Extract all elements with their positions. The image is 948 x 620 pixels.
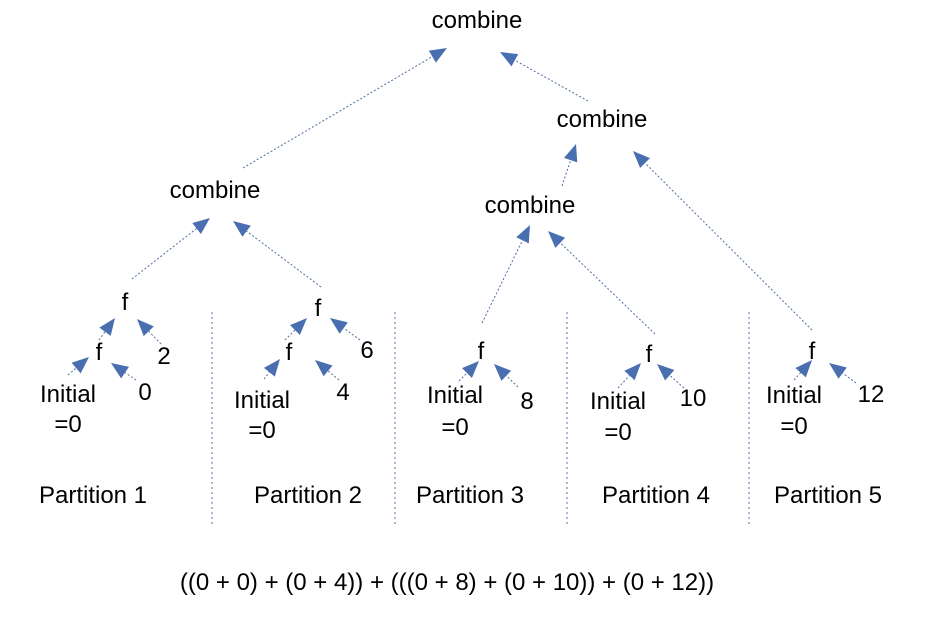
arrowhead-icon <box>428 48 447 63</box>
arrowhead-icon <box>263 359 280 377</box>
p2-inner-value: 4 <box>336 379 349 406</box>
p4-f: f <box>646 341 653 368</box>
p3-initial-line2: =0 <box>441 414 468 441</box>
arrowhead-icon <box>330 318 348 334</box>
edge-line <box>842 372 857 384</box>
edge-line <box>124 372 137 381</box>
arrowhead-icon <box>111 363 129 379</box>
arrowhead-icon <box>548 231 566 248</box>
partition-2-label: Partition 2 <box>254 482 362 509</box>
p2-outer-value: 6 <box>360 337 373 364</box>
combine-mid: combine <box>485 192 576 219</box>
p3-f: f <box>478 338 485 365</box>
arrowhead-icon <box>99 318 115 336</box>
edge-line <box>644 162 813 331</box>
edge-line <box>481 240 523 324</box>
p4-value: 10 <box>680 385 707 412</box>
arrowhead-icon <box>624 363 641 381</box>
p1-f-inner: f <box>96 339 103 366</box>
p3-value: 8 <box>520 388 533 415</box>
arrowhead-icon <box>315 360 333 377</box>
edge-line <box>242 56 433 169</box>
p2-f-outer: f <box>315 295 322 322</box>
p1-f-outer: f <box>122 289 129 316</box>
formula: ((0 + 0) + (0 + 4)) + (((0 + 8) + (0 + 1… <box>180 569 714 596</box>
partition-3-label: Partition 3 <box>416 482 524 509</box>
p5-f: f <box>809 338 816 365</box>
arrowhead-icon <box>137 319 154 337</box>
arrowhead-icon <box>494 364 512 381</box>
arrowhead-icon <box>829 363 847 379</box>
arrowhead-icon <box>500 52 519 67</box>
p2-f-inner: f <box>286 339 293 366</box>
arrowhead-icon <box>192 218 210 234</box>
edge-line <box>246 230 322 288</box>
edge-line <box>505 375 519 388</box>
p5-initial-line2: =0 <box>780 413 807 440</box>
edge-line <box>458 372 468 382</box>
arrowhead-icon <box>290 318 307 335</box>
arrowhead-icon <box>71 357 89 374</box>
edge-line <box>617 375 630 389</box>
p3-initial-line1: Initial <box>427 382 483 409</box>
edge-line <box>559 242 656 335</box>
edge-line <box>263 371 270 380</box>
arrowhead-icon <box>795 360 812 378</box>
combine-left: combine <box>170 177 261 204</box>
partition-1-label: Partition 1 <box>39 482 147 509</box>
arrowhead-icon <box>516 225 530 244</box>
p1-initial-line1: Initial <box>40 381 96 408</box>
partition-5-label: Partition 5 <box>774 482 882 509</box>
edge-line <box>67 367 77 376</box>
p2-initial-line1: Initial <box>234 387 290 414</box>
p1-initial-line2: =0 <box>54 411 81 438</box>
edge-line <box>148 330 162 345</box>
arrowhead-icon <box>462 361 479 378</box>
edge-line <box>561 159 572 187</box>
p5-value: 12 <box>858 381 885 408</box>
edge-line <box>514 59 589 102</box>
combine-right: combine <box>557 106 648 133</box>
edge-line <box>793 372 801 381</box>
p5-initial-line1: Initial <box>766 382 822 409</box>
edge-line <box>669 374 685 389</box>
arrowhead-icon <box>233 221 251 237</box>
partition-4-label: Partition 4 <box>602 482 710 509</box>
p2-initial-line2: =0 <box>248 417 275 444</box>
arrowhead-icon <box>657 364 675 381</box>
p4-initial-line2: =0 <box>604 419 631 446</box>
combine-root: combine <box>432 7 523 34</box>
arrowhead-icon <box>563 144 578 163</box>
tree-edges <box>67 48 857 389</box>
edge-line <box>98 331 106 341</box>
p4-initial-line1: Initial <box>590 388 646 415</box>
p1-inner-value: 0 <box>138 379 151 406</box>
arrowhead-icon <box>633 151 650 168</box>
edge-line <box>343 327 361 341</box>
edge-line <box>131 228 197 280</box>
p1-outer-value: 2 <box>157 343 170 370</box>
